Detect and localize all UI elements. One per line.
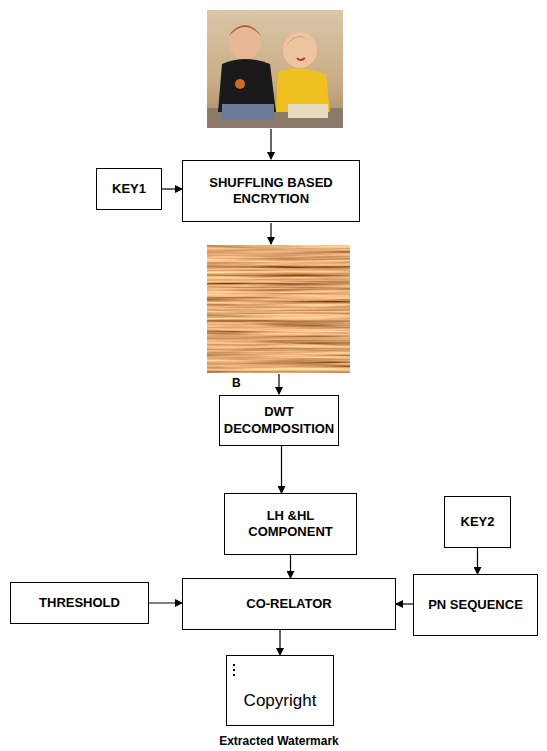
key-box: KEY1 — [96, 168, 162, 210]
flow-arrow — [149, 602, 182, 603]
key-box: KEY2 — [444, 496, 511, 548]
process-box: SHUFFLING BASED ENCRYTION — [182, 160, 360, 222]
flow-arrow — [279, 630, 280, 655]
box-label: THRESHOLD — [39, 595, 120, 611]
flow-arrow — [162, 188, 182, 189]
caption-label: Extracted Watermark — [219, 734, 339, 748]
flow-arrow — [270, 223, 271, 244]
watermark-dots — [233, 664, 235, 676]
box-label: SHUFFLING BASED ENCRYTION — [191, 175, 351, 208]
process-box: DWT DECOMPOSITION — [219, 395, 339, 446]
original-photo — [207, 10, 343, 128]
box-label: LH &HL COMPONENT — [233, 508, 348, 541]
box-label: KEY2 — [461, 514, 495, 530]
flow-arrow — [396, 603, 413, 604]
process-box: CO-RELATOR — [182, 578, 396, 630]
signal-label: B — [232, 376, 241, 390]
flow-arrow — [281, 446, 282, 493]
watermark-image-box: Copyright — [226, 655, 334, 726]
watermark-text: Copyright — [244, 690, 317, 711]
flow-arrow — [270, 129, 271, 159]
process-box: PN SEQUENCE — [413, 574, 538, 636]
flow-arrow — [278, 374, 279, 394]
flow-arrow — [477, 548, 478, 574]
process-box: THRESHOLD — [10, 582, 149, 624]
box-label: KEY1 — [112, 181, 146, 197]
process-box: LH &HL COMPONENT — [224, 493, 357, 555]
encrypted-image — [207, 245, 350, 373]
box-label: DWT DECOMPOSITION — [224, 404, 335, 437]
flow-arrow — [290, 555, 291, 578]
box-label: PN SEQUENCE — [428, 597, 523, 613]
box-label: CO-RELATOR — [246, 596, 331, 612]
